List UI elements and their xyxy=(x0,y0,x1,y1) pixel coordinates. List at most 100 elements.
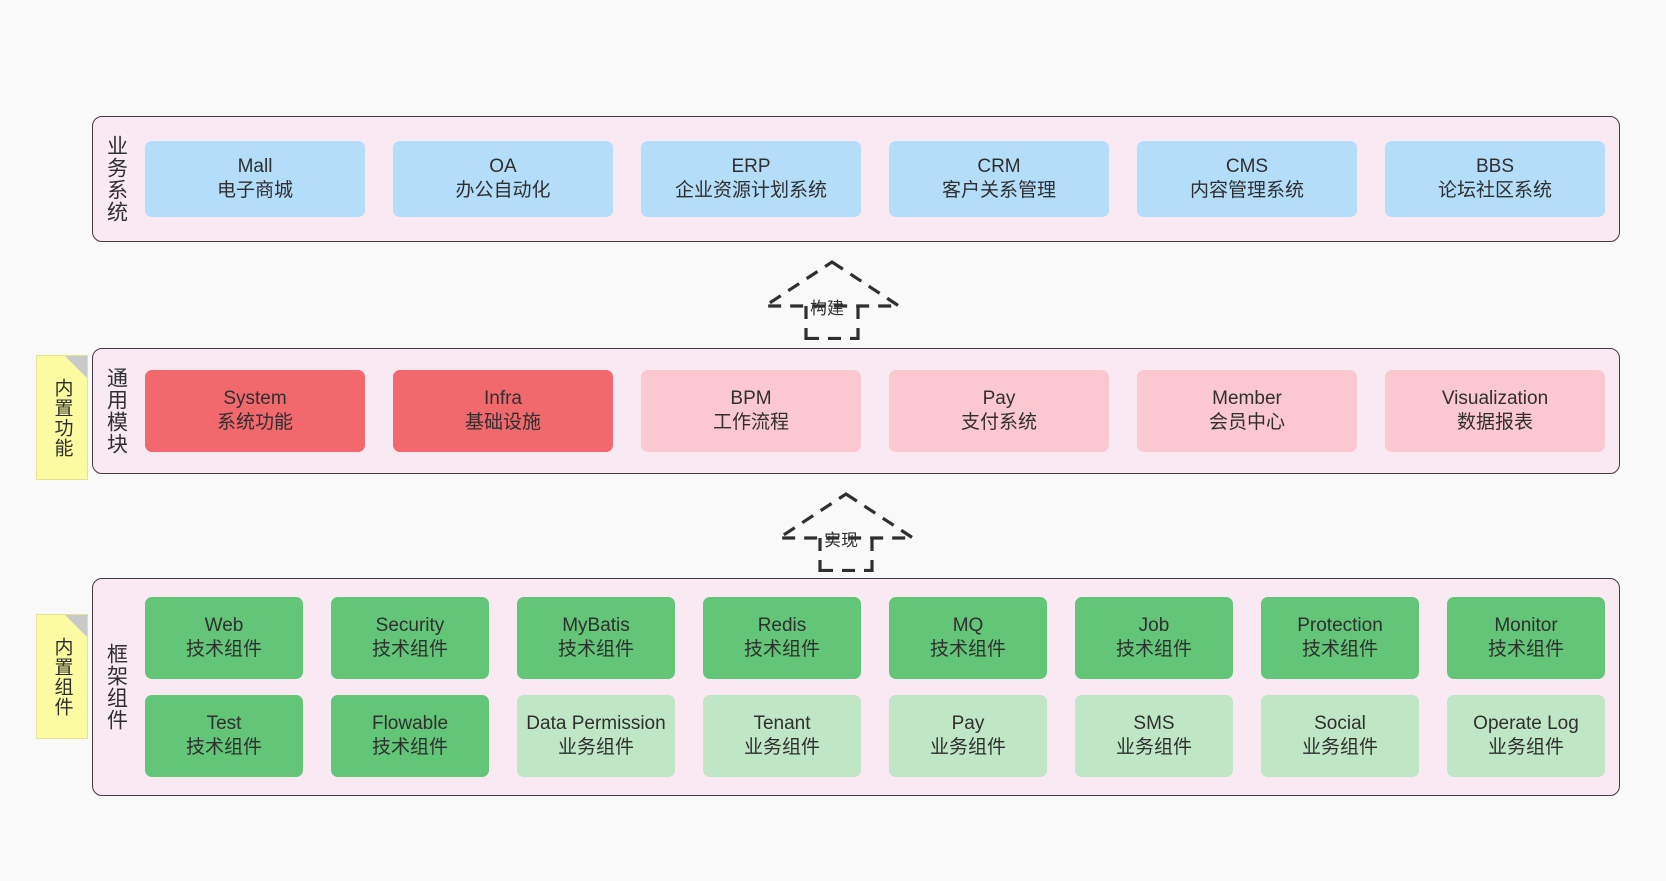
card-subtitle-cn: 技术组件 xyxy=(185,737,262,758)
card-subtitle-cn: 论坛社区系统 xyxy=(1437,180,1552,201)
card-subtitle-cn: 技术组件 xyxy=(371,737,448,758)
card-subtitle-cn: 技术组件 xyxy=(929,639,1006,660)
card-title-en: System xyxy=(223,388,287,410)
card-subtitle-cn: 业务组件 xyxy=(929,737,1006,758)
framework-component-layer-title: 框架组件 xyxy=(104,643,128,731)
card-title-en: Mall xyxy=(237,156,273,178)
card-subtitle-cn: 企业资源计划系统 xyxy=(674,180,827,201)
card-title-en: BPM xyxy=(730,388,772,410)
connector-implement-label: 实现 xyxy=(824,531,858,550)
card-title-en: ERP xyxy=(731,156,771,178)
card-title-en: Monitor xyxy=(1494,615,1558,637)
card-title-en: Operate Log xyxy=(1473,713,1579,735)
connector-implement-arrow xyxy=(773,492,919,573)
card-subtitle-cn: 业务组件 xyxy=(1115,737,1192,758)
card-title-en: MyBatis xyxy=(562,615,630,637)
builtin-component-note: 内置组件 xyxy=(36,614,88,739)
business-system-layer-title: 业务系统 xyxy=(104,135,128,223)
builtin-component-note-label: 内置组件 xyxy=(51,636,73,717)
common-module-layer-title: 通用模块 xyxy=(104,367,128,455)
card-subtitle-cn: 业务组件 xyxy=(557,737,634,758)
card-subtitle-cn: 技术组件 xyxy=(1487,639,1564,660)
card-subtitle-cn: 技术组件 xyxy=(185,639,262,660)
card-title-en: CRM xyxy=(977,156,1021,178)
builtin-function-note: 内置功能 xyxy=(36,355,88,480)
connector-build-label: 构建 xyxy=(810,299,844,318)
note-fold-corner-icon xyxy=(65,356,87,378)
card-title-en: Protection xyxy=(1297,615,1383,637)
card-title-en: Member xyxy=(1212,388,1282,410)
card-subtitle-cn: 技术组件 xyxy=(743,639,820,660)
card-title-en: MQ xyxy=(952,615,984,637)
card-subtitle-cn: 技术组件 xyxy=(557,639,634,660)
card-title-en: BBS xyxy=(1475,156,1515,178)
card-subtitle-cn: 会员中心 xyxy=(1208,412,1285,433)
card-title-en: Flowable xyxy=(371,713,449,735)
note-fold-corner-icon xyxy=(65,615,87,637)
card-title-en: Redis xyxy=(757,615,807,637)
card-title-en: Tenant xyxy=(753,713,811,735)
card-subtitle-cn: 电子商城 xyxy=(216,180,293,201)
card-subtitle-cn: 业务组件 xyxy=(1487,737,1564,758)
card-subtitle-cn: 数据报表 xyxy=(1456,412,1533,433)
card-subtitle-cn: 客户关系管理 xyxy=(941,180,1056,201)
builtin-function-note-label: 内置功能 xyxy=(51,377,73,458)
card-subtitle-cn: 支付系统 xyxy=(960,412,1037,433)
card-title-en: Visualization xyxy=(1441,388,1549,410)
card-subtitle-cn: 技术组件 xyxy=(1301,639,1378,660)
card-subtitle-cn: 内容管理系统 xyxy=(1189,180,1304,201)
card-title-en: Pay xyxy=(951,713,985,735)
card-subtitle-cn: 办公自动化 xyxy=(455,180,551,201)
connector-implement: 实现 xyxy=(772,490,920,573)
card-title-en: Data Permission xyxy=(526,713,666,735)
card-title-en: Test xyxy=(206,713,242,735)
card-title-en: CMS xyxy=(1225,156,1269,178)
card-title-en: Social xyxy=(1314,713,1366,735)
card-subtitle-cn: 业务组件 xyxy=(1301,737,1378,758)
card-subtitle-cn: 技术组件 xyxy=(371,639,448,660)
card-subtitle-cn: 技术组件 xyxy=(1115,639,1192,660)
card-subtitle-cn: 业务组件 xyxy=(743,737,820,758)
card-title-en: OA xyxy=(489,156,517,178)
card-title-en: Security xyxy=(375,615,445,637)
card-subtitle-cn: 工作流程 xyxy=(712,412,789,433)
connector-build-arrow xyxy=(759,260,905,341)
connector-build: 构建 xyxy=(758,258,906,341)
